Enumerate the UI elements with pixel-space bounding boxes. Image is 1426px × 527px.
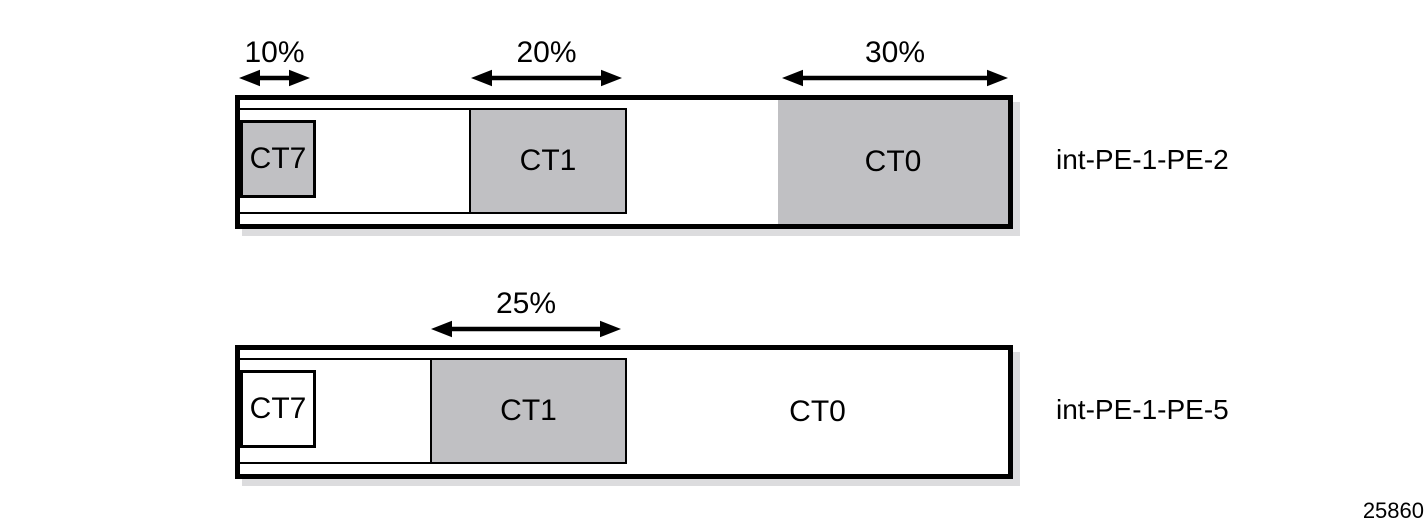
bandwidth-bar-int-pe-1-pe-5: CT7 CT1 CT0 — [235, 345, 1013, 479]
ct0-percent-annotation: 30% — [781, 38, 1009, 88]
ct1-percent-annotation: 20% — [470, 38, 623, 88]
percent-label: 25% — [495, 287, 557, 320]
ct7-segment: CT7 — [240, 370, 316, 448]
ct1-segment: CT1 — [430, 358, 627, 464]
segment-label: CT0 — [789, 395, 846, 428]
percent-label: 30% — [864, 36, 926, 69]
interface-label: int-PE-1-PE-5 — [1056, 394, 1229, 425]
percent-label: 10% — [244, 36, 305, 69]
ct0-segment: CT0 — [778, 100, 1008, 224]
double-arrow-icon — [471, 69, 622, 87]
percent-label: 20% — [516, 36, 577, 69]
ct1-percent-annotation: 25% — [430, 289, 622, 339]
bandwidth-bar-int-pe-1-pe-2: CT7 CT1 CT0 — [235, 95, 1013, 229]
segment-label: CT1 — [519, 144, 577, 177]
ct7-percent-annotation: 10% — [238, 38, 311, 88]
segment-label: CT1 — [500, 394, 557, 427]
ct1-segment: CT1 — [469, 108, 627, 214]
interface-label: int-PE-1-PE-2 — [1056, 144, 1229, 175]
double-arrow-icon — [782, 69, 1008, 87]
segment-label: CT7 — [249, 142, 307, 175]
segment-label: CT0 — [864, 145, 922, 178]
ct0-segment: CT0 — [627, 350, 1008, 474]
segment-label: CT7 — [249, 392, 307, 425]
figure-number: 25860 — [1362, 498, 1424, 523]
double-arrow-icon — [239, 69, 310, 87]
ct7-segment: CT7 — [240, 120, 316, 198]
double-arrow-icon — [431, 320, 621, 338]
